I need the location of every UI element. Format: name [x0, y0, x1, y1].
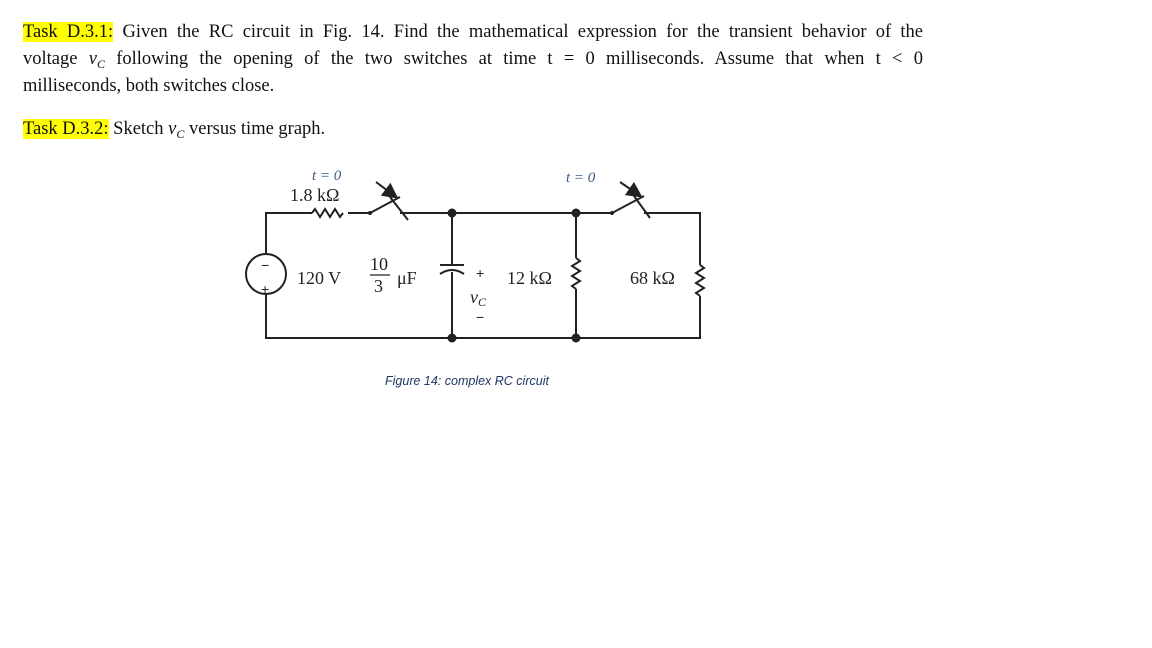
task-d31-label: Task D.3.1:: [23, 22, 114, 42]
rc-circuit-diagram: − + t = 0 1.8 kΩ 120 V 10 3 μF + vC − 12…: [245, 168, 706, 343]
switch-1-arc: [389, 196, 409, 221]
vc-variable-2: vC: [168, 119, 185, 141]
task-d31-line-1: Task D.3.1: Given the RC circuit in Fig.…: [23, 19, 923, 46]
capacitor-value-numerator: 10: [370, 254, 388, 274]
switch-1-label: t = 0: [312, 168, 342, 184]
node-bottom-r2: [571, 333, 581, 343]
switch-2-label: t = 0: [566, 170, 596, 186]
wire-bottom: [265, 295, 701, 339]
switch-2-blade: [611, 195, 645, 214]
task-d32-text-b: versus time graph.: [189, 119, 326, 139]
task-d32-paragraph: Task D.3.2: Sketch vC versus time graph.: [23, 116, 923, 144]
resistor-3-label: 68 kΩ: [630, 268, 675, 288]
source-label: 120 V: [297, 268, 341, 288]
voltage-source-icon: [245, 253, 287, 295]
wire-left-top: [265, 212, 312, 255]
switch-1-blade: [369, 196, 401, 214]
resistor-68k: [694, 264, 706, 297]
vc-minus-sign: −: [476, 309, 484, 325]
task-d31-text-2a: voltage: [23, 48, 78, 69]
vc-plus-sign: +: [476, 265, 484, 281]
capacitor-value-denominator: 3: [374, 276, 383, 296]
task-d32-text-a: Sketch: [113, 119, 164, 139]
task-d31-line-2: voltage vC following the opening of the …: [23, 46, 923, 74]
figure-caption: Figure 14: complex RC circuit: [385, 374, 549, 388]
switch-1-arrow: [375, 181, 399, 199]
task-d31-text-2b: following the opening of the two switche…: [116, 48, 923, 69]
vc-variable: vC: [88, 48, 105, 71]
capacitor-plate-bottom: [439, 269, 465, 275]
task-d31-line-3: milliseconds, both switches close.: [23, 73, 923, 100]
source-plus: +: [261, 281, 269, 297]
task-d31-text-1: Given the RC circuit in Fig. 14. Find th…: [122, 22, 924, 42]
capacitor-unit: μF: [397, 268, 417, 288]
wire-right-top: [644, 212, 701, 265]
switch-2-arrow: [619, 181, 643, 198]
source-minus: −: [261, 257, 269, 273]
resistor-12k: [570, 257, 582, 290]
resistor-2-label: 12 kΩ: [507, 268, 552, 288]
vc-label: vC: [470, 287, 487, 309]
resistor-1-8k: [311, 207, 344, 219]
resistor-1-label: 1.8 kΩ: [290, 185, 339, 205]
node-bottom-cap: [447, 333, 457, 343]
switch-2-arc: [633, 195, 651, 219]
task-d31-text-3: milliseconds, both switches close.: [23, 76, 275, 96]
task-d32-label: Task D.3.2:: [23, 119, 109, 139]
task-d31-paragraph: Task D.3.1: Given the RC circuit in Fig.…: [23, 19, 923, 100]
